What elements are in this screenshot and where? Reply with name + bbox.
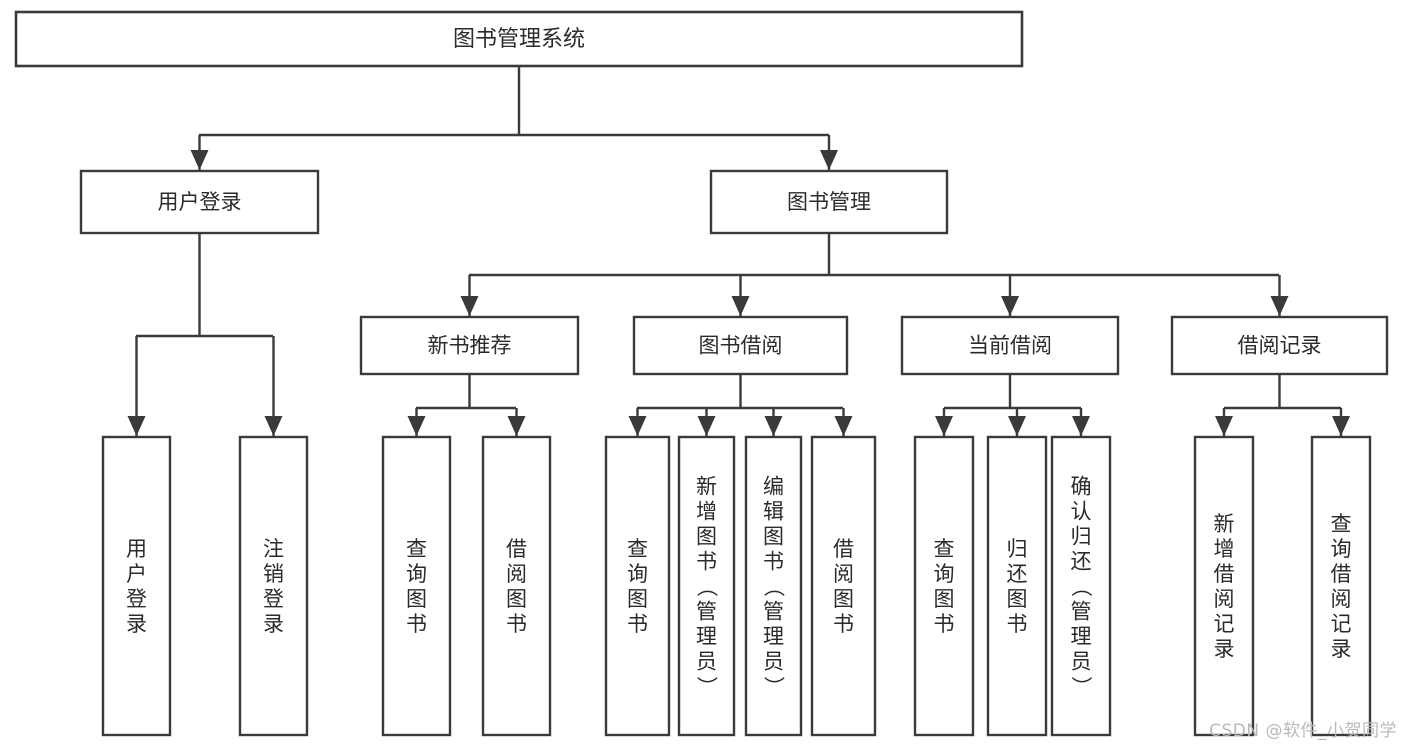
node-label: 查询图书: [406, 537, 427, 636]
connector-layer: [127, 66, 1350, 436]
node-label: 新增图书 管理员: [696, 475, 717, 674]
node-新增图书管理员[interactable]: 新增图书 管理员 （ ）: [677, 435, 736, 737]
node-label: 确认归还 管理员: [1071, 475, 1092, 674]
arrow-head-icon: [460, 296, 479, 316]
node-box[interactable]: [744, 435, 803, 737]
node-当前借阅[interactable]: 当前借阅: [900, 315, 1120, 376]
node-编辑图书管理员[interactable]: 编辑图书 管理员 （ ）: [744, 435, 803, 737]
arrow-head-icon: [697, 416, 716, 436]
node-查询图书[interactable]: 查询图书: [381, 435, 452, 737]
node-box[interactable]: [632, 315, 849, 376]
node-用户登录[interactable]: 用户登录: [101, 435, 172, 737]
node-新增借阅记录[interactable]: 新增借阅记录: [1193, 435, 1255, 737]
node-box[interactable]: [1193, 435, 1255, 737]
arrow-head-icon: [628, 416, 647, 436]
node-box[interactable]: [1310, 435, 1372, 737]
node-查询借阅记录[interactable]: 查询借阅记录: [1310, 435, 1372, 737]
node-box[interactable]: [810, 435, 877, 737]
node-label: 借阅图书: [833, 537, 854, 636]
node-图书管理[interactable]: 图书管理: [709, 169, 949, 235]
node-图书借阅[interactable]: 图书借阅: [632, 315, 849, 376]
arrow-head-icon: [935, 416, 953, 436]
node-layer: 图书管理系统用户登录图书管理新书推荐图书借阅当前借阅借阅记录用户登录注销登录查询…: [14, 10, 1389, 737]
arrow-head-icon: [190, 150, 209, 170]
node-用户登录[interactable]: 用户登录: [79, 169, 320, 235]
node-label-bracket: （: [1069, 576, 1093, 597]
node-label: 注销登录: [263, 537, 284, 636]
node-label: 新增借阅记录: [1214, 512, 1235, 661]
arrow-head-icon: [1008, 416, 1026, 436]
node-label-bracket: ）: [695, 676, 719, 697]
node-box[interactable]: [79, 169, 320, 235]
node-图书管理系统[interactable]: 图书管理系统: [14, 10, 1024, 68]
node-box[interactable]: [986, 435, 1048, 737]
node-label: 借阅记录: [1238, 334, 1322, 358]
node-借阅记录[interactable]: 借阅记录: [1170, 315, 1389, 376]
node-借阅图书[interactable]: 借阅图书: [481, 435, 552, 737]
node-box[interactable]: [14, 10, 1024, 68]
arrow-head-icon: [764, 416, 783, 436]
node-查询图书[interactable]: 查询图书: [913, 435, 975, 737]
node-归还图书[interactable]: 归还图书: [986, 435, 1048, 737]
node-box[interactable]: [238, 435, 309, 737]
node-label: 查询图书: [627, 537, 648, 636]
node-box[interactable]: [381, 435, 452, 737]
node-确认归还管理员[interactable]: 确认归还 管理员 （ ）: [1050, 435, 1112, 737]
arrow-head-icon: [731, 296, 750, 316]
node-label: 借阅图书: [506, 537, 527, 636]
node-label: 图书借阅: [699, 334, 783, 358]
node-注销登录[interactable]: 注销登录: [238, 435, 309, 737]
node-新书推荐[interactable]: 新书推荐: [359, 315, 580, 376]
arrow-head-icon: [1001, 296, 1019, 316]
node-label: 当前借阅: [968, 334, 1052, 358]
node-label: 用户登录: [158, 190, 242, 214]
node-box[interactable]: [604, 435, 671, 737]
arrow-head-icon: [407, 416, 426, 436]
node-label: 用户登录: [126, 537, 147, 636]
node-借阅图书[interactable]: 借阅图书: [810, 435, 877, 737]
node-box[interactable]: [677, 435, 736, 737]
arrow-head-icon: [127, 416, 146, 436]
arrow-head-icon: [1332, 416, 1350, 436]
node-label: 查询借阅记录: [1331, 512, 1352, 661]
arrow-head-icon: [834, 416, 853, 436]
node-box[interactable]: [359, 315, 580, 376]
node-label: 查询图书: [934, 537, 955, 636]
arrow-head-icon: [507, 416, 526, 436]
node-label-bracket: ）: [1069, 676, 1093, 697]
node-box[interactable]: [101, 435, 172, 737]
node-label-bracket: （: [695, 576, 719, 597]
arrow-head-icon: [1215, 416, 1233, 436]
node-box[interactable]: [1170, 315, 1389, 376]
node-label: 新书推荐: [428, 334, 512, 358]
node-box[interactable]: [913, 435, 975, 737]
arrow-head-icon: [264, 416, 283, 436]
node-查询图书[interactable]: 查询图书: [604, 435, 671, 737]
node-label: 编辑图书 管理员: [763, 475, 784, 674]
node-box[interactable]: [709, 169, 949, 235]
arrow-head-icon: [1270, 296, 1289, 316]
arrow-head-icon: [1072, 416, 1090, 436]
node-label-bracket: ）: [762, 676, 786, 697]
node-label: 图书管理系统: [453, 27, 585, 52]
watermark-label: CSDN @软件_小贺同学: [1209, 721, 1397, 741]
node-label-bracket: （: [762, 576, 786, 597]
node-label: 归还图书: [1007, 537, 1028, 636]
arrow-head-icon: [820, 150, 838, 170]
node-label: 图书管理: [787, 190, 871, 214]
node-box[interactable]: [900, 315, 1120, 376]
node-box[interactable]: [481, 435, 552, 737]
node-box[interactable]: [1050, 435, 1112, 737]
